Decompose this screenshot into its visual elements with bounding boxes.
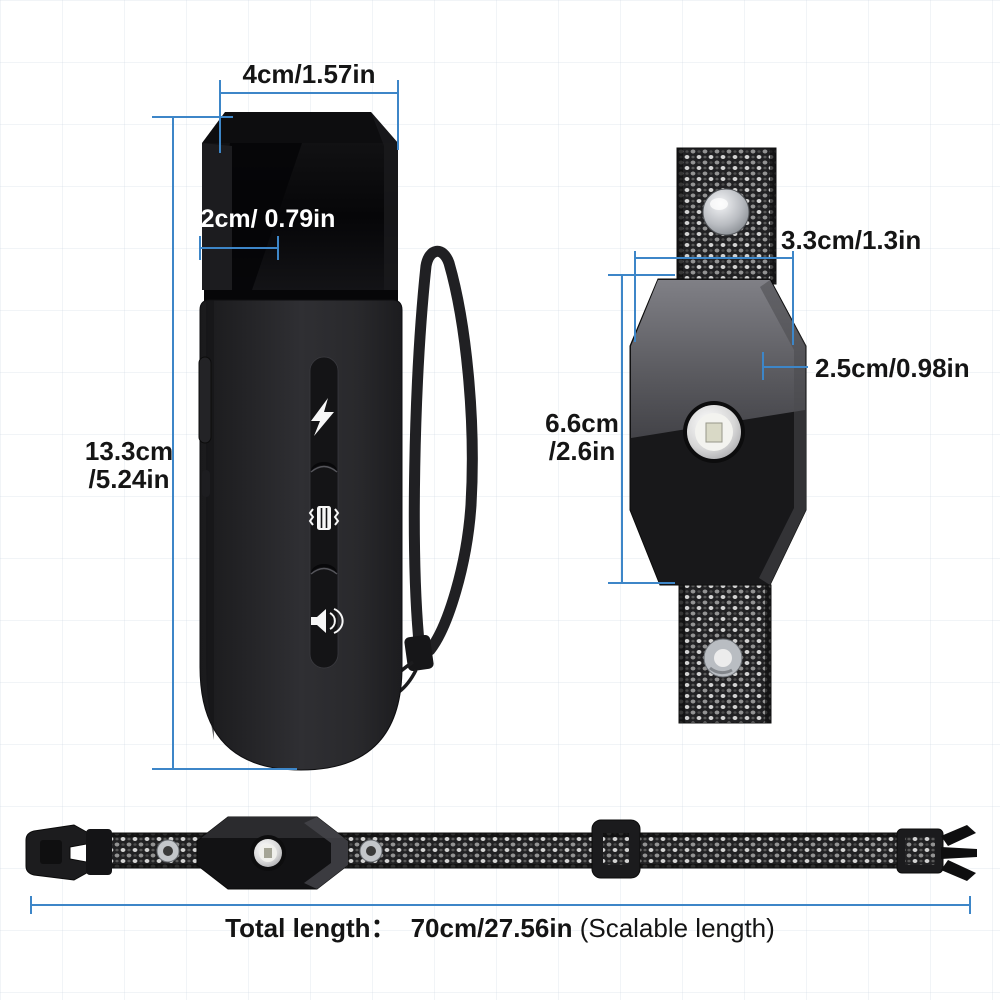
label-remote-height-line1: 13.3cm <box>84 436 174 466</box>
label-receiver-height: 6.6cm /2.6in <box>540 409 624 465</box>
buckle-prong-bottom <box>941 860 976 881</box>
remote-transmitter <box>198 112 478 771</box>
strap-grommet-hole <box>714 649 732 667</box>
remote-body <box>199 299 403 771</box>
buckle-female <box>25 824 112 881</box>
label-remote-top-depth: 2cm/ 0.79in <box>200 205 336 233</box>
label-remote-width: 4cm/1.57in <box>242 59 376 89</box>
dimension-receiver-height <box>608 274 675 584</box>
buckle-prong-top <box>941 825 976 846</box>
dimension-remote-height <box>152 116 297 770</box>
total-length-value: 70cm/27.56in <box>410 913 573 943</box>
label-receiver-width: 3.3cm/1.3in <box>781 225 922 255</box>
label-receiver-height-line1: 6.6cm <box>545 408 619 438</box>
collar-receiver <box>196 816 349 890</box>
cap-right-facet <box>371 112 398 290</box>
shock-button <box>311 398 334 436</box>
receiver-unit <box>629 147 807 724</box>
vibration-icon <box>317 506 331 530</box>
buckle-prong-center <box>941 847 977 859</box>
cap-facet-shadow <box>212 143 302 290</box>
label-receiver-height-line2: /2.6in <box>548 436 616 467</box>
button-separator <box>311 462 337 474</box>
total-length-note: (Scalable length) <box>579 913 775 943</box>
receiver-led-square <box>705 422 723 443</box>
side-button-small <box>202 470 210 497</box>
label-total-length: Total length： 70cm/27.56in (Scalable leng… <box>0 908 1000 945</box>
dimension-lines <box>30 80 971 914</box>
collar-receiver-right-bevel <box>304 817 348 889</box>
sound-wave-large <box>333 608 344 634</box>
total-length-prefix: Total length： <box>225 913 397 943</box>
sound-speaker-icon <box>311 609 326 633</box>
button-separator-highlight <box>310 567 338 575</box>
side-button <box>198 356 212 444</box>
shock-lightning-icon <box>311 398 334 436</box>
buckle-male <box>896 825 977 881</box>
remote-cap <box>202 112 398 301</box>
label-remote-height: 13.3cm /5.24in <box>83 437 175 493</box>
dimension-receiver-depth <box>762 352 808 380</box>
vibration-button <box>308 506 340 530</box>
lanyard-strap <box>408 245 478 658</box>
collar-receiver-led-square <box>264 848 272 858</box>
sound-button <box>311 608 344 634</box>
dimension-receiver-width <box>634 251 794 345</box>
button-strip <box>308 356 344 669</box>
vibration-wave-right <box>333 508 340 526</box>
strap-grommet-dome <box>702 188 750 236</box>
label-receiver-depth: 2.5cm/0.98in <box>815 353 970 383</box>
dimension-total-length <box>30 896 971 914</box>
receiver-right-bevel <box>759 280 806 585</box>
dimension-remote-top-depth <box>199 236 279 260</box>
button-separator <box>311 564 337 576</box>
strap-adjuster <box>591 819 641 879</box>
cap-seam <box>204 290 398 301</box>
strap-end-cover <box>86 829 112 875</box>
cap-top-face <box>202 112 398 143</box>
button-separator-highlight <box>310 465 338 473</box>
collar-assembly <box>25 816 977 890</box>
label-remote-height-line2: /5.24in <box>88 464 170 495</box>
cap-left-facet <box>202 143 232 290</box>
sound-wave-small <box>329 612 336 630</box>
vibration-wave-left <box>308 508 315 526</box>
receiver-top-face <box>631 280 805 438</box>
